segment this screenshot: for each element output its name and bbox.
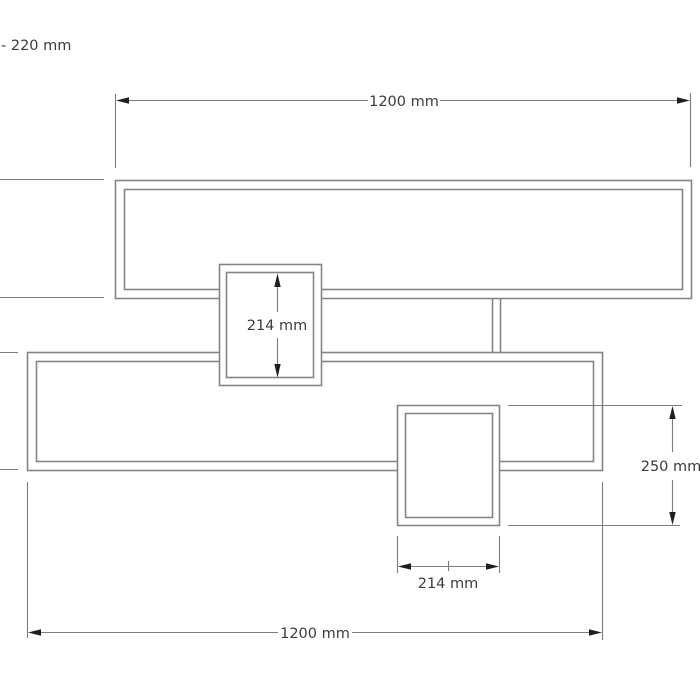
dim-label-bottom-width: 1200 mm: [280, 626, 350, 642]
dim-label-top-width: 1200 mm: [369, 94, 439, 110]
dimension-right-cube-width: 214 mm: [396, 536, 501, 592]
arrow-up-icon: [669, 406, 676, 419]
left-cutoff-extension-lines: [0, 178, 104, 471]
cutoff-dim-note: - 220 mm: [1, 38, 71, 54]
dim-label-right-cube-width: 214 mm: [418, 576, 479, 592]
top-shelf: [114, 179, 693, 300]
right-cube: [396, 404, 501, 527]
dimension-bottom-width: 1200 mm: [26, 482, 604, 642]
vertical-support: [491, 298, 502, 353]
arrow-right-icon: [486, 563, 499, 570]
arrow-right-icon: [589, 629, 602, 636]
middle-cube: [218, 263, 323, 387]
dim-label-right-cube-height: 250 mm: [641, 459, 700, 475]
dimension-top-width: 1200 mm: [114, 93, 692, 168]
dimension-right-cube-height: 250 mm: [508, 404, 700, 527]
arrow-left-icon: [116, 97, 129, 104]
dim-label-middle-cube-height: 214 mm: [247, 318, 308, 334]
arrow-down-icon: [669, 512, 676, 525]
dimension-middle-cube-height: 214 mm: [247, 273, 308, 378]
arrow-down-icon: [274, 364, 281, 378]
arrow-up-icon: [274, 273, 281, 287]
arrow-right-icon: [677, 97, 690, 104]
arrow-left-icon: [398, 563, 411, 570]
arrow-left-icon: [28, 629, 41, 636]
